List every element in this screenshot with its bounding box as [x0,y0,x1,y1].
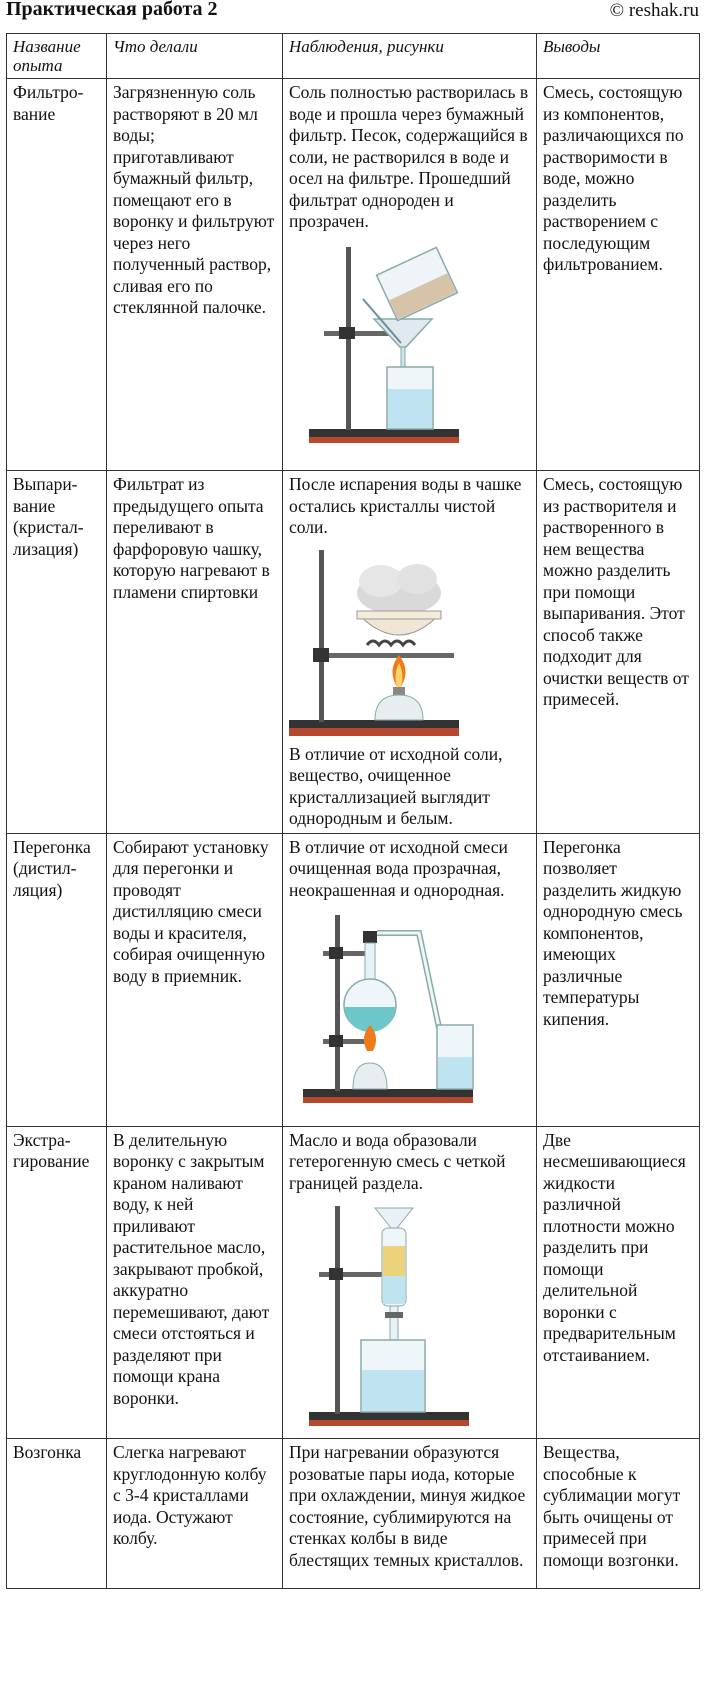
separatory-funnel-setup-illustration [309,1206,469,1426]
experiment-observation: Масло и вода образовали гетерогенную сме… [282,1125,537,1439]
experiment-name: Фильтро- вание [6,78,107,471]
experiment-conclusion: Две несмешивающиеся жидкости различной п… [536,1125,700,1439]
page-title: Практическая работа 2 [6,0,218,20]
experiment-procedure: В делительную воронку с закрытым краном … [106,1125,283,1439]
experiment-procedure: Слегка нагревают круглодонную колбу с 3-… [106,1438,283,1589]
experiment-procedure: Фильтрат из предыдущего опыта переливают… [106,470,283,834]
table-row: Экстра- гирование В делительную воронку … [6,1125,700,1439]
experiment-conclusion: Вещества, способные к сублимации могут б… [536,1438,700,1589]
experiment-name: Экстра- гирование [6,1125,107,1439]
source-credit: © reshak.ru [609,0,699,21]
column-header-name: Название опыта [6,33,107,79]
column-header-did: Что делали [106,33,283,79]
experiment-name: Выпари- вание (кристал- лизация) [6,470,107,834]
table-row: Фильтро- вание Загрязненную соль раствор… [6,78,700,471]
experiment-conclusion: Перегонка позволяет разделить жидкую одн… [536,832,700,1127]
experiment-conclusion: Смесь, состоящую из растворителя и раств… [536,470,700,834]
evaporation-setup-illustration [289,549,459,736]
experiment-observation: В отличие от исходной смеси очищенная во… [282,832,537,1127]
page-header: Практическая работа 2 © reshak.ru [0,0,705,28]
experiment-observation: После испарения воды в чашке остались кр… [282,470,537,834]
experiment-procedure: Собирают установку для перегонки и прово… [106,832,283,1127]
experiments-table: Название опыта Что делали Наблюдения, ри… [6,33,700,1589]
table-row: Перегонка (дистил- ляция) Собирают устан… [6,832,700,1127]
experiment-name: Перегонка (дистил- ляция) [6,832,107,1127]
table-row: Выпари- вание (кристал- лизация) Фильтра… [6,470,700,834]
table-header-row: Название опыта Что делали Наблюдения, ри… [6,33,700,79]
filtration-setup-illustration [309,245,459,443]
experiment-observation: Соль полностью растворилась в воде и про… [282,78,537,471]
experiment-conclusion: Смесь, состоящую из компонентов, различа… [536,78,700,471]
column-header-observation: Наблюдения, рисунки [282,33,537,79]
distillation-setup-illustration [303,915,474,1103]
table-row: Возгонка Слегка нагревают круглодонную к… [6,1438,700,1589]
experiment-observation: При нагревании образуются розоватые пары… [282,1438,537,1589]
experiment-procedure: Загрязненную соль растворяют в 20 мл вод… [106,78,283,471]
column-header-conclusion: Выводы [536,33,700,79]
experiment-name: Возгонка [6,1438,107,1589]
